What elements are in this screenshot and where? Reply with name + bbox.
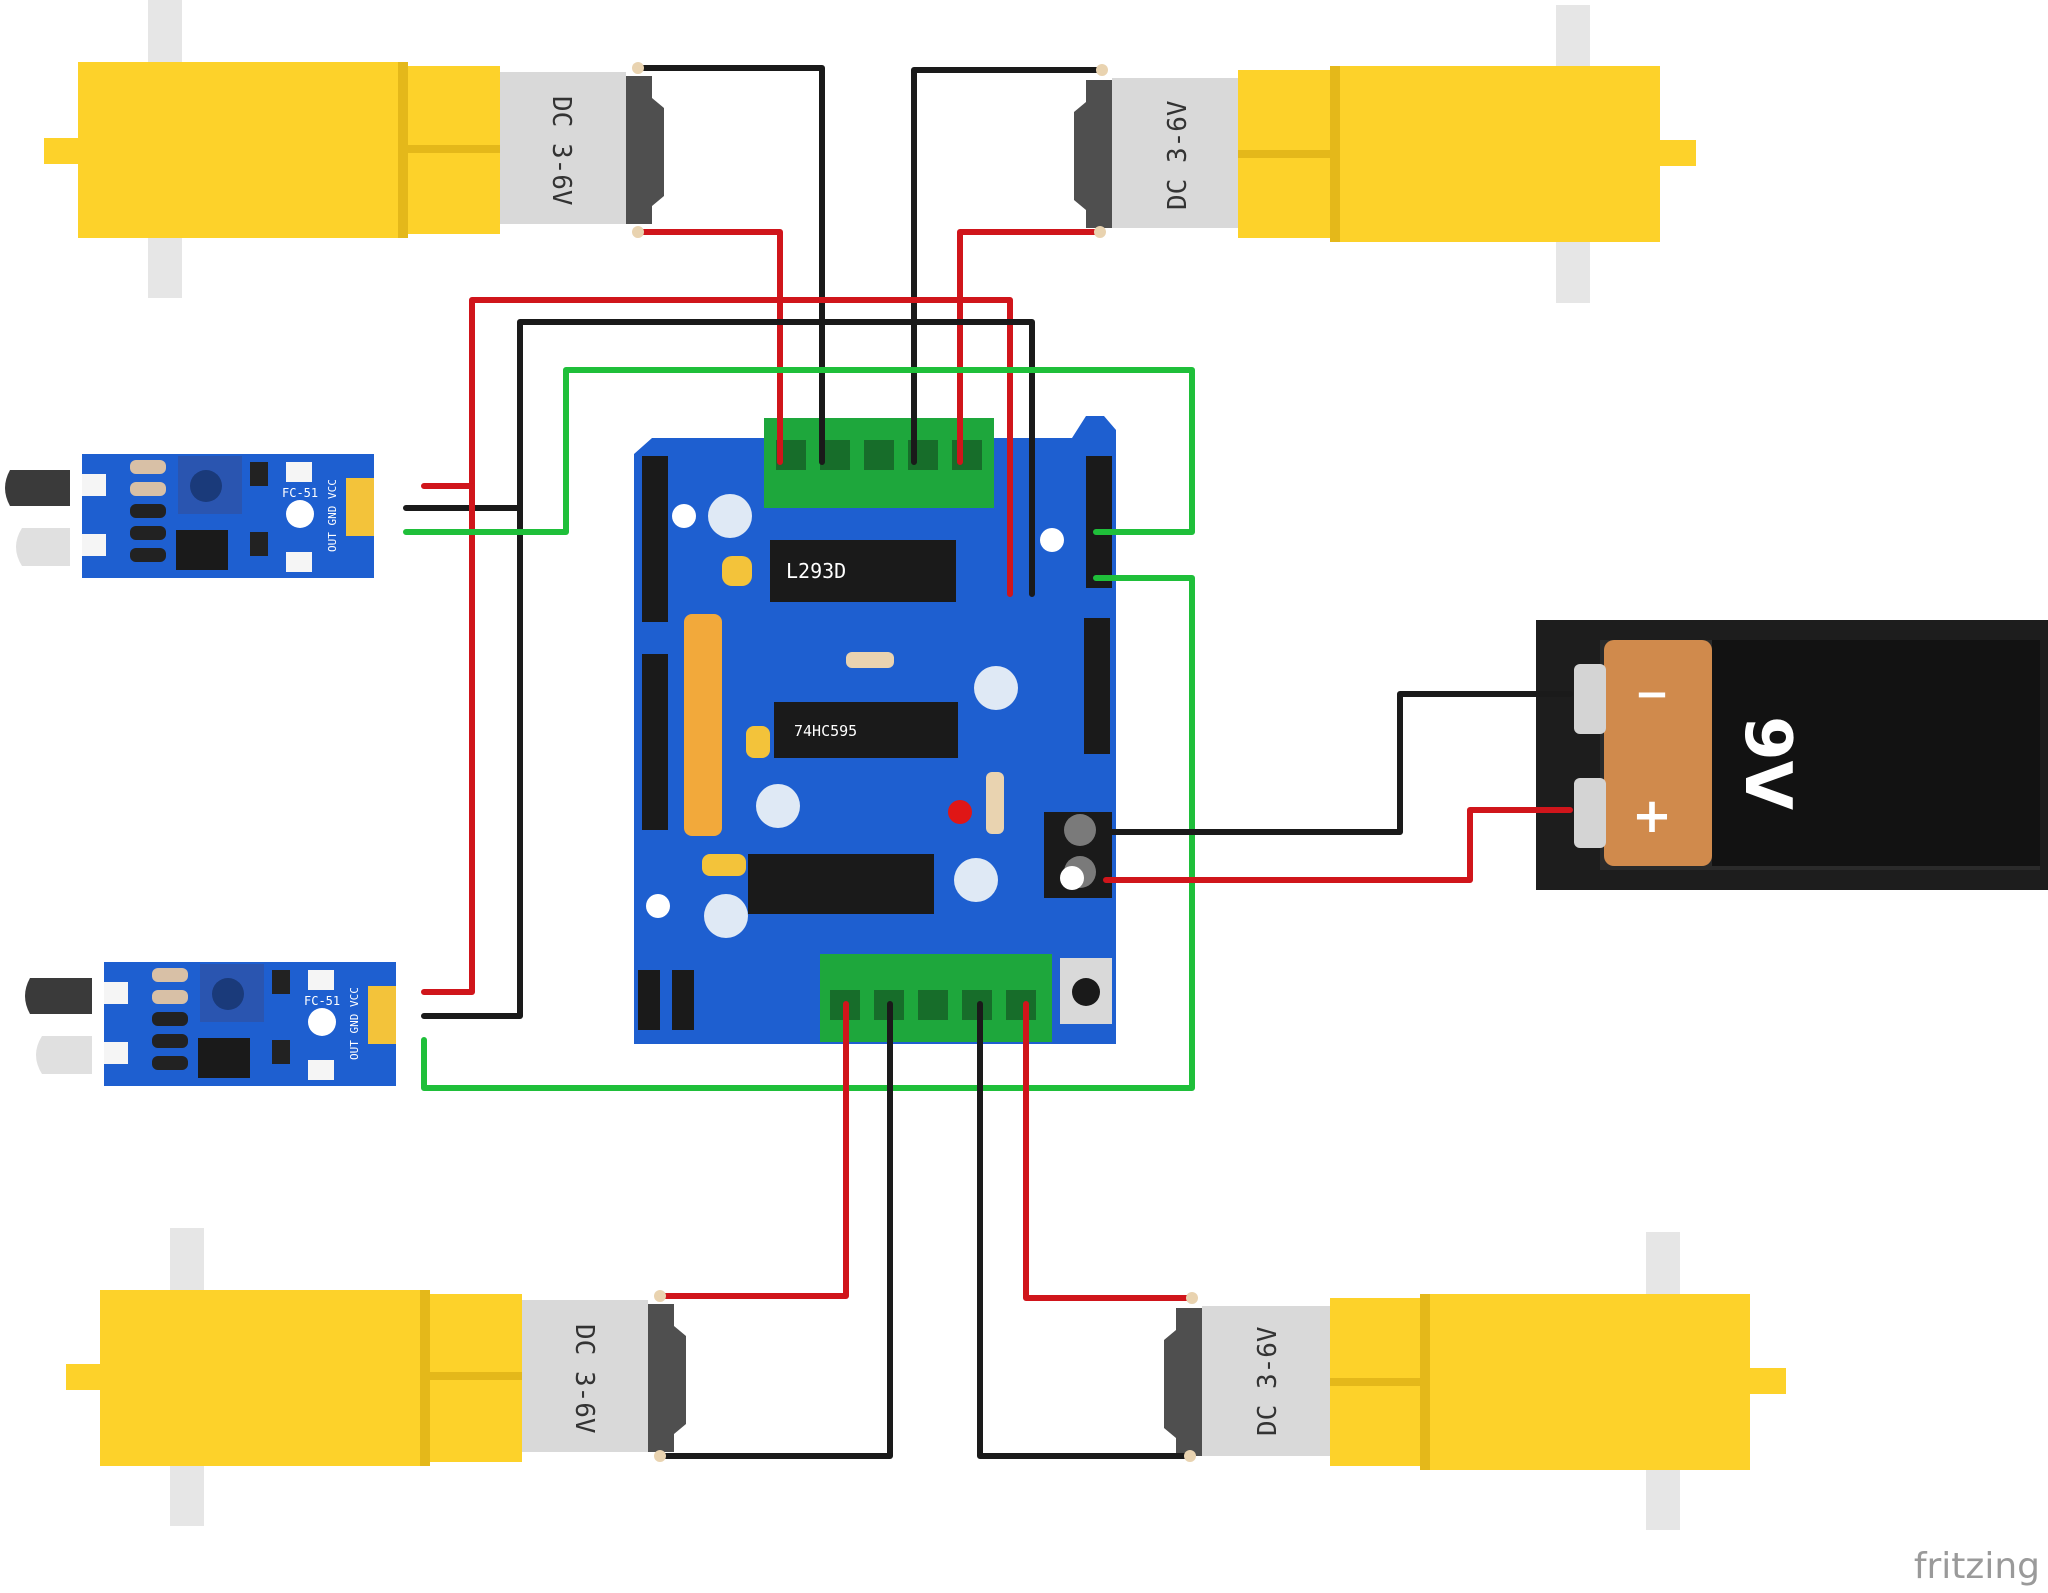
- battery-minus-label: −: [1634, 669, 1669, 718]
- motor-top-left: DC 3-6V: [44, 0, 664, 298]
- ir-sensor-bottom: FC-51 OUT GND VCC: [25, 962, 396, 1086]
- wire-motor-br-red: [1023, 1001, 1195, 1301]
- battery-9v: − + 9V: [1536, 620, 2048, 890]
- wire-sensor-red-bottom: [421, 483, 475, 995]
- wire-motor-tl-red: [635, 229, 783, 465]
- fritzing-watermark: fritzing: [1914, 1546, 2040, 1587]
- l293d-motor-shield: L293D 74HC595: [634, 416, 1116, 1044]
- motor-label: DC 3-6V: [546, 96, 576, 206]
- motor-label: DC 3-6V: [1253, 1326, 1283, 1436]
- wire-motor-tl-black: [635, 65, 825, 465]
- wire-motor-br-black: [977, 1001, 1193, 1459]
- wire-motor-tr-red: [957, 229, 1103, 465]
- wire-sensor1-signal-green: [403, 367, 1195, 535]
- wire-sensor-black-bottom: [421, 505, 523, 1019]
- wire-sensor2-signal-green: [421, 575, 1195, 1091]
- sensor-pin-labels: OUT GND VCC: [348, 987, 361, 1060]
- wire-motor-bl-red: [657, 1001, 849, 1299]
- sensor-model-label: FC-51: [304, 994, 340, 1008]
- battery-plus-label: +: [1632, 788, 1672, 844]
- motor-top-right: DC 3-6V: [1074, 5, 1696, 303]
- motor-bottom-right: DC 3-6V: [1164, 1232, 1786, 1530]
- sensor-pin-labels: OUT GND VCC: [326, 479, 339, 552]
- wire-battery-red: [1103, 807, 1573, 883]
- motor-label: DC 3-6V: [1163, 100, 1193, 210]
- sensor-model-label: FC-51: [282, 486, 318, 500]
- wire-sensor-gnd-black: [403, 319, 1035, 597]
- motor-label: DC 3-6V: [569, 1324, 599, 1434]
- wire-end-pads: [632, 62, 1198, 1462]
- ir-sensor-top: FC-51 OUT GND VCC: [5, 454, 374, 578]
- wire-battery-black: [1103, 691, 1573, 835]
- wire-sensor-vcc-red: [421, 297, 1013, 597]
- motor-bottom-left: DC 3-6V: [66, 1228, 686, 1526]
- battery-voltage-label: 9V: [1730, 716, 1804, 811]
- wire-motor-bl-black: [657, 1001, 893, 1459]
- chip-label-l293d: L293D: [786, 559, 846, 583]
- chip-label-74hc595: 74HC595: [794, 722, 857, 740]
- wire-motor-tr-black: [911, 67, 1105, 465]
